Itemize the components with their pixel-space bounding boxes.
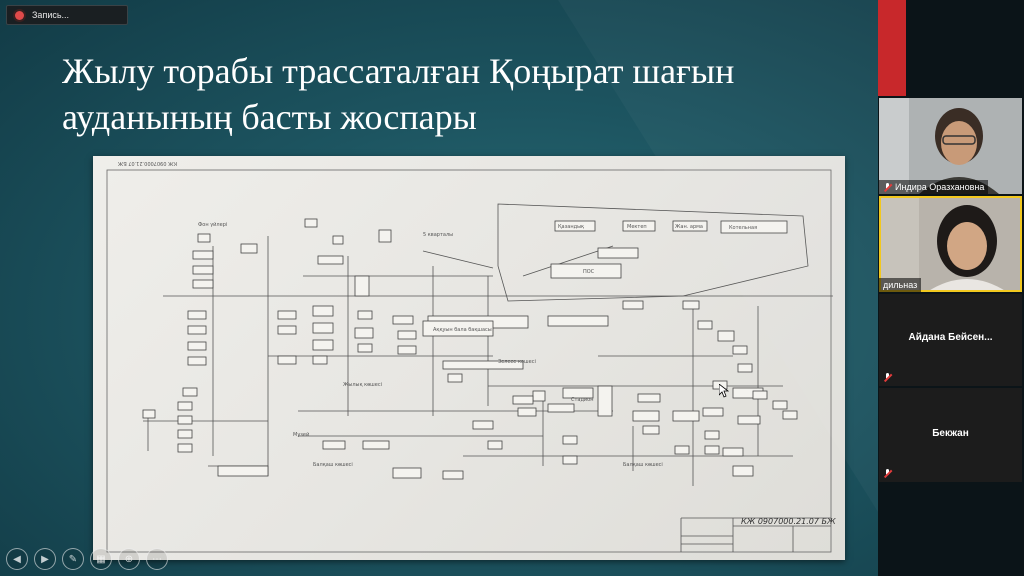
slide-title: Жылу торабы трассаталған Қоңырат шағын а… <box>62 48 822 140</box>
recording-label: Запись... <box>32 10 70 20</box>
recording-indicator[interactable]: Запись... <box>6 5 128 25</box>
svg-text:ПОС: ПОС <box>583 269 595 275</box>
participant-name-bar: дильназ <box>879 278 922 292</box>
svg-text:Фон үйлері: Фон үйлері <box>198 221 227 228</box>
participant-name: Индира Оразхановна <box>895 182 985 192</box>
participant-tile-2[interactable]: дильназ <box>879 196 1022 292</box>
presentation-slide: Запись... Жылу торабы трассаталған Қоңыр… <box>0 0 878 576</box>
svg-text:Стадион: Стадион <box>571 397 594 403</box>
prev-icon[interactable]: ◀ <box>6 548 28 570</box>
svg-text:Қазандық: Қазандық <box>558 224 584 230</box>
mic-off-icon <box>883 373 892 382</box>
svg-text:Жан. арма: Жан. арма <box>675 224 703 230</box>
participant-name-bar: Индира Оразхановна <box>879 180 989 194</box>
svg-text:Котельная: Котельная <box>729 225 757 231</box>
svg-text:Балқаш көшесі: Балқаш көшесі <box>623 462 663 468</box>
mic-off-icon <box>883 469 892 478</box>
plan-stamp-code: КЖ 0907000.21.07 БЖ <box>741 517 836 526</box>
participant-name: Айдана Бейсен... <box>908 332 993 343</box>
slide-title-line-2: ауданының басты жоспары <box>62 97 477 137</box>
svg-text:Мектеп: Мектеп <box>627 224 647 230</box>
participant-video <box>879 196 1022 292</box>
svg-text:Музей: Музей <box>293 431 309 438</box>
slide-title-line-1: Жылу торабы трассаталған Қоңырат шағын <box>62 51 735 91</box>
participant-tile-3[interactable]: Айдана Бейсен... <box>879 294 1022 386</box>
svg-text:Жылық көшесі: Жылық көшесі <box>343 382 382 388</box>
svg-text:Зелесе көшесі: Зелесе көшесі <box>498 359 536 365</box>
next-icon[interactable]: ▶ <box>34 548 56 570</box>
participant-name: дильназ <box>883 280 918 290</box>
participant-tile-1[interactable]: Индира Оразхановна <box>879 98 1022 194</box>
svg-text:КЖ 0907000.21.07 БЖ: КЖ 0907000.21.07 БЖ <box>117 160 177 166</box>
zoom-icon[interactable]: ⊕ <box>118 548 140 570</box>
participant-name: Бекжан <box>932 428 969 439</box>
svg-text:Балқаш көшесі: Балқаш көшесі <box>313 462 353 468</box>
heat-network-plan-image: КЖ 0907000.21.07 БЖ 5 кварталы Фон үйлер… <box>93 156 845 560</box>
svg-text:Аққуын бала бақшасы: Аққуын бала бақшасы <box>433 327 492 333</box>
mouse-cursor-icon <box>719 384 729 398</box>
plan-drawing: КЖ 0907000.21.07 БЖ 5 кварталы Фон үйлер… <box>106 160 836 553</box>
mic-off-icon <box>883 182 892 192</box>
slides-icon[interactable]: ▦ <box>90 548 112 570</box>
slideshow-toolbar: ◀ ▶ ✎ ▦ ⊕ ⋯ <box>6 548 168 570</box>
participants-panel: Индира Оразхановна дильназ Айдана Бейсен… <box>878 0 1024 576</box>
svg-text:5 кварталы: 5 кварталы <box>423 232 453 238</box>
red-video-tile <box>878 0 906 96</box>
pen-icon[interactable]: ✎ <box>62 548 84 570</box>
more-icon[interactable]: ⋯ <box>146 548 168 570</box>
record-icon <box>15 10 24 20</box>
participant-tile-4[interactable]: Бекжан <box>879 388 1022 482</box>
